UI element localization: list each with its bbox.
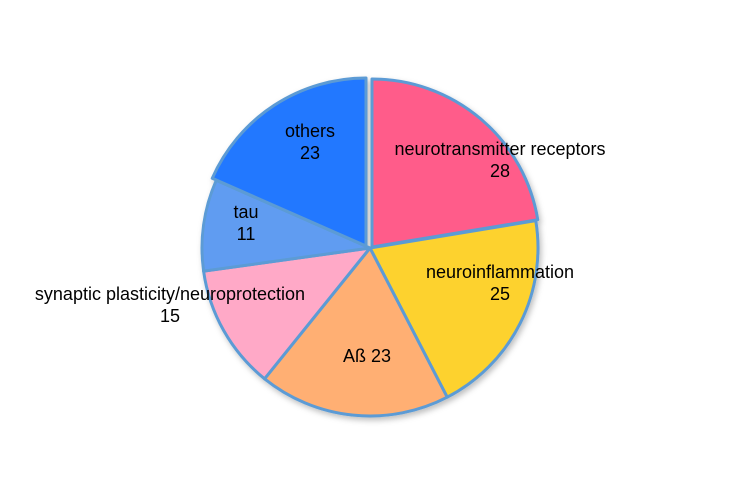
data-label-a: Aß 23	[343, 346, 391, 366]
pie-slice-neurotransmitter-receptors	[370, 77, 540, 249]
data-label-category: neurotransmitter receptors	[394, 139, 605, 159]
data-label-value: 25	[490, 284, 510, 304]
pie-slice-tau	[200, 178, 372, 273]
data-label-category: tau	[233, 202, 258, 222]
pie-slice-neuroinflammation	[368, 219, 540, 399]
pie-slice-synaptic-plasticity-neuroprotection	[202, 246, 372, 381]
data-label-category: neuroinflammation	[426, 262, 574, 282]
pie-slice-others	[210, 76, 368, 248]
data-label-category: synaptic plasticity/neuroprotection	[35, 284, 305, 304]
data-label-value: 28	[490, 161, 510, 181]
data-label-value: 11	[237, 224, 256, 244]
data-label-value: 15	[160, 306, 180, 326]
data-label-value: 23	[300, 143, 320, 163]
data-label-category: others	[285, 121, 335, 141]
pie-slice-a	[263, 246, 449, 418]
